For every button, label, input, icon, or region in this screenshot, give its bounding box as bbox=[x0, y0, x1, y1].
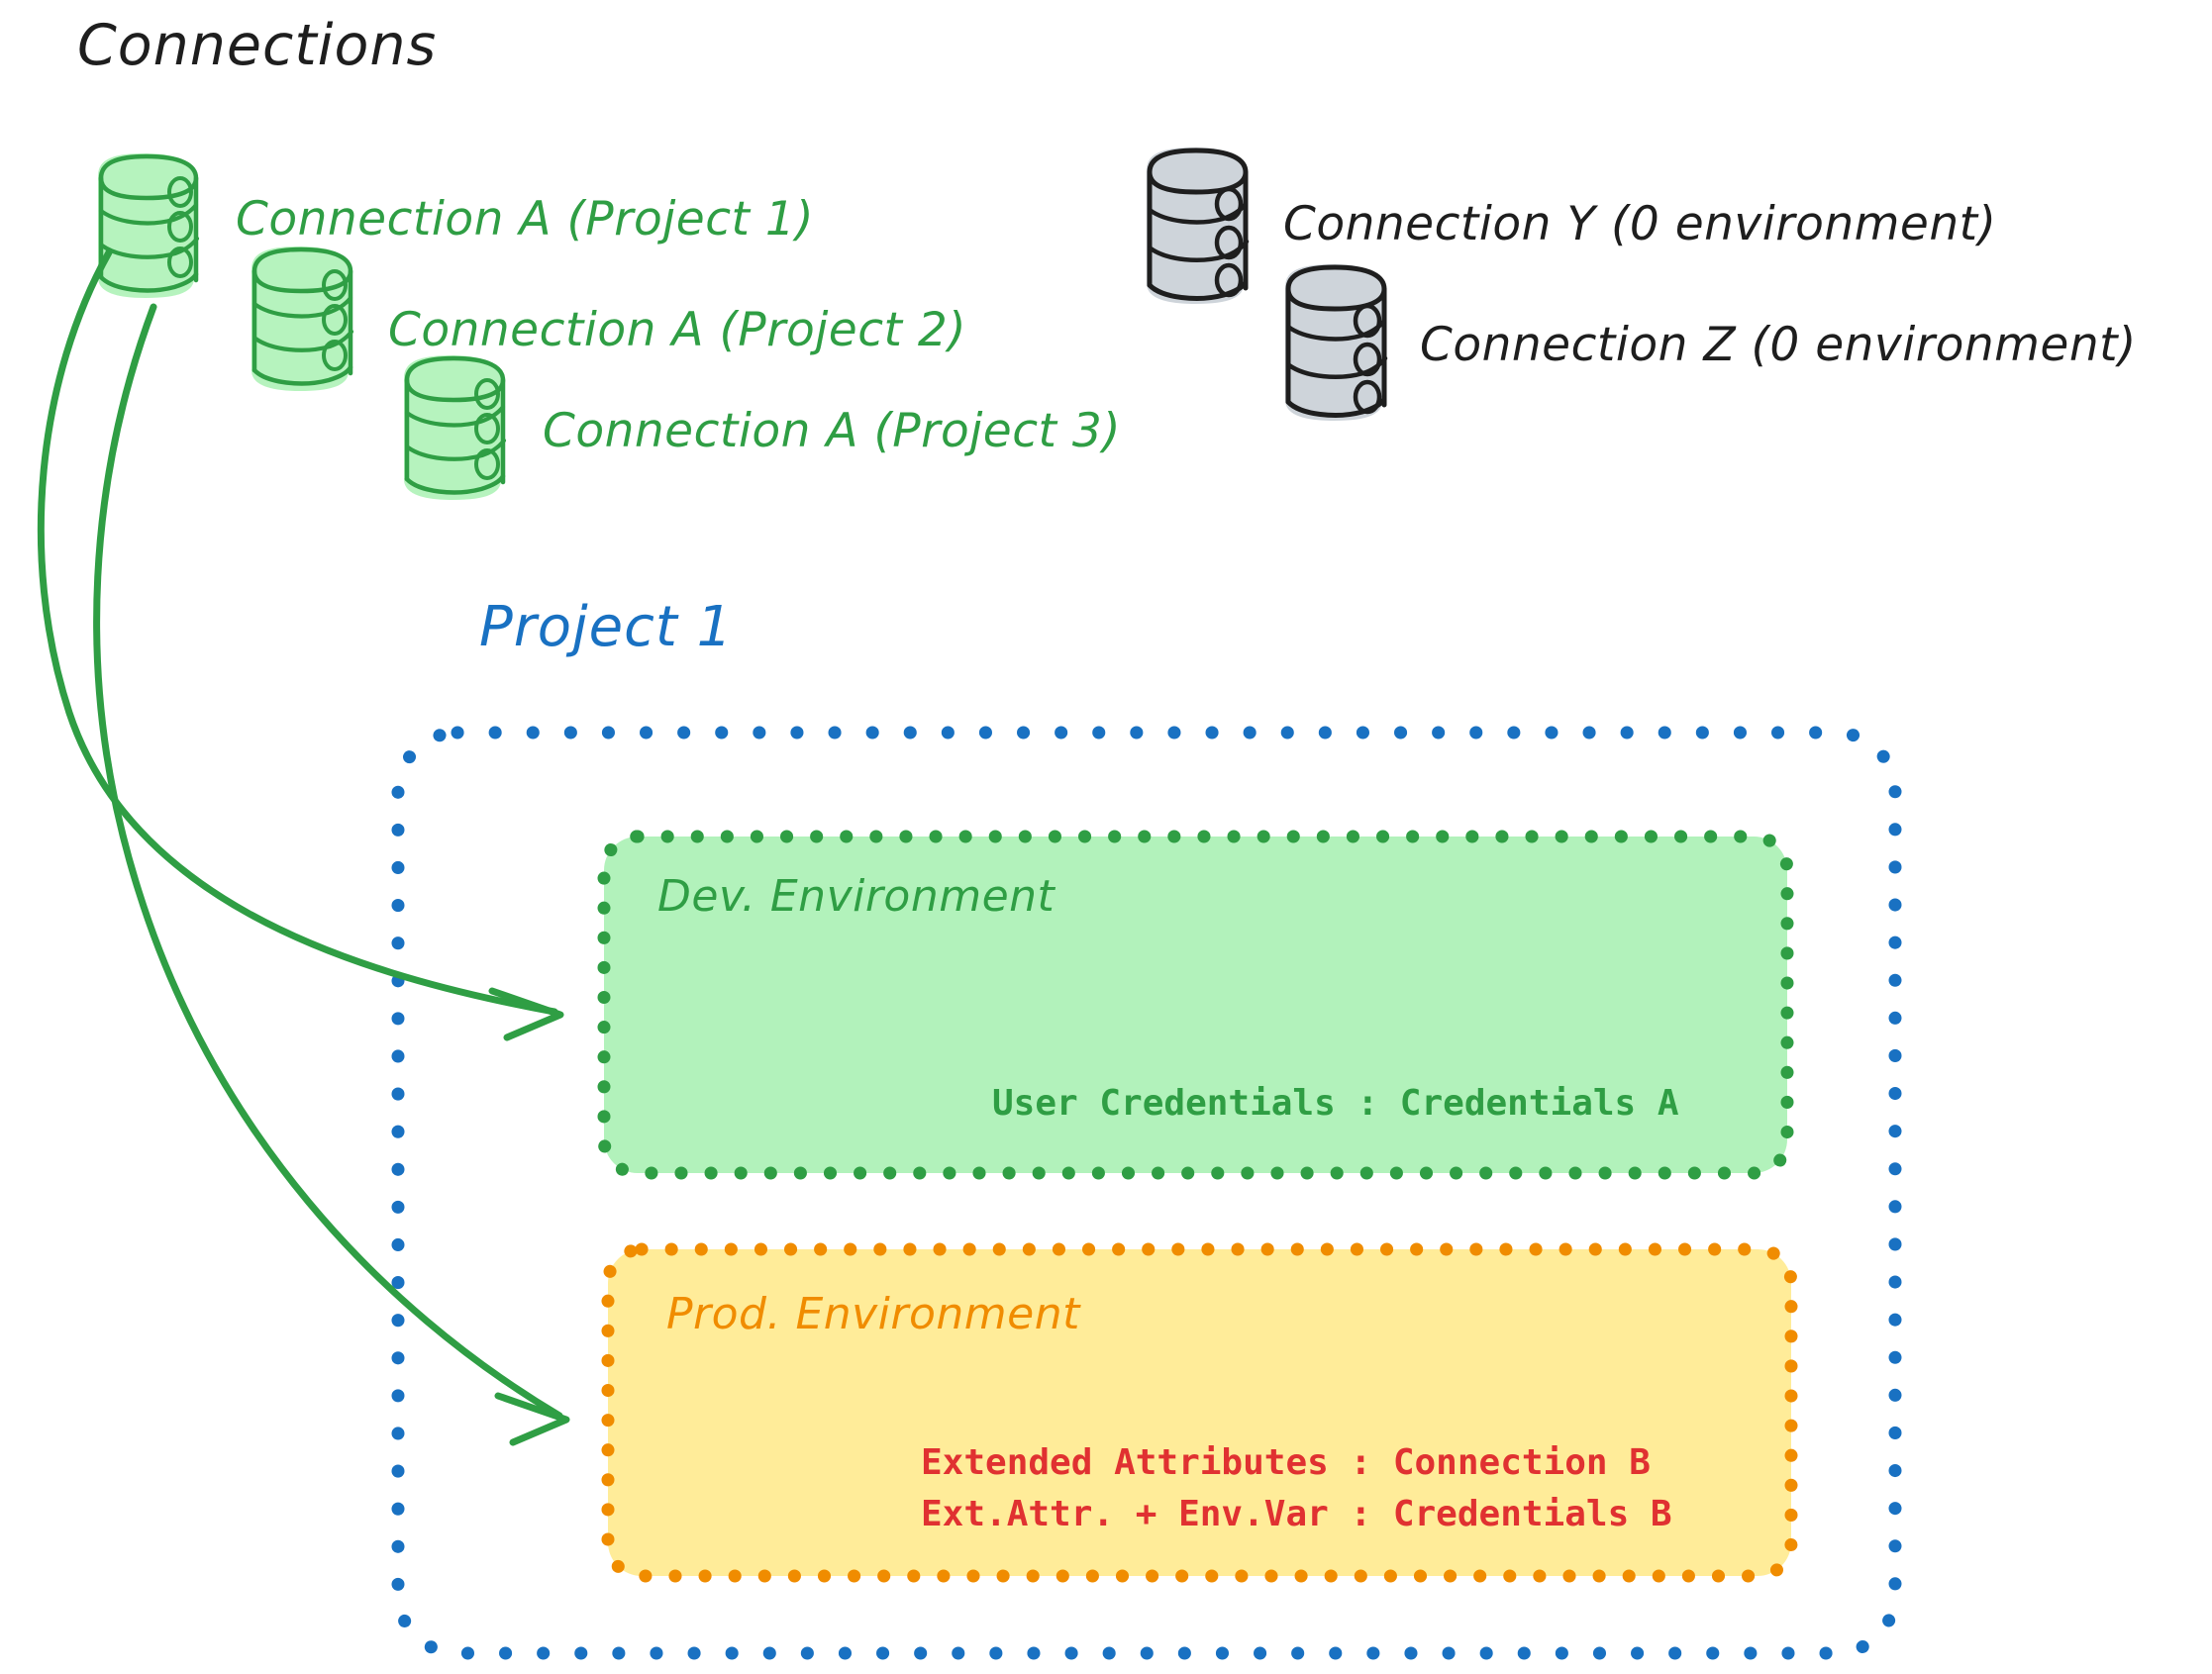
dev-environment-row-0: User Credentials : Credentials A bbox=[992, 1083, 1679, 1124]
project-title: Project 1 bbox=[479, 595, 734, 659]
project-container-outline bbox=[391, 726, 1902, 1660]
database-icon-conn-y bbox=[1147, 148, 1250, 304]
arrow-conn-a-to-dev bbox=[37, 248, 564, 1041]
prod-environment-title: Prod. Environment bbox=[666, 1289, 1080, 1339]
database-icon-conn-z bbox=[1285, 264, 1388, 421]
connection-label-conn-z: Connection Z (0 environment) bbox=[1420, 318, 2137, 372]
database-icon-conn-a-project-1 bbox=[98, 153, 200, 298]
database-icon-conn-a-project-2 bbox=[251, 246, 354, 391]
dev-environment-box bbox=[597, 830, 1794, 1180]
page-title: Connections bbox=[77, 13, 438, 78]
database-icon-conn-a-project-3 bbox=[404, 355, 507, 500]
connection-label-conn-y: Connection Y (0 environment) bbox=[1283, 197, 1997, 251]
prod-environment-box bbox=[601, 1242, 1798, 1583]
prod-environment-row-1: Ext.Attr. + Env.Var : Credentials B bbox=[921, 1494, 1672, 1534]
connection-label-conn-a-project-1: Connection A (Project 1) bbox=[236, 192, 815, 246]
arrow-conn-a-to-prod bbox=[93, 303, 570, 1446]
prod-environment-row-0: Extended Attributes : Connection B bbox=[921, 1442, 1651, 1483]
connection-label-conn-a-project-3: Connection A (Project 3) bbox=[543, 404, 1122, 458]
connection-label-conn-a-project-2: Connection A (Project 2) bbox=[388, 303, 967, 357]
dev-environment-title: Dev. Environment bbox=[657, 871, 1056, 922]
